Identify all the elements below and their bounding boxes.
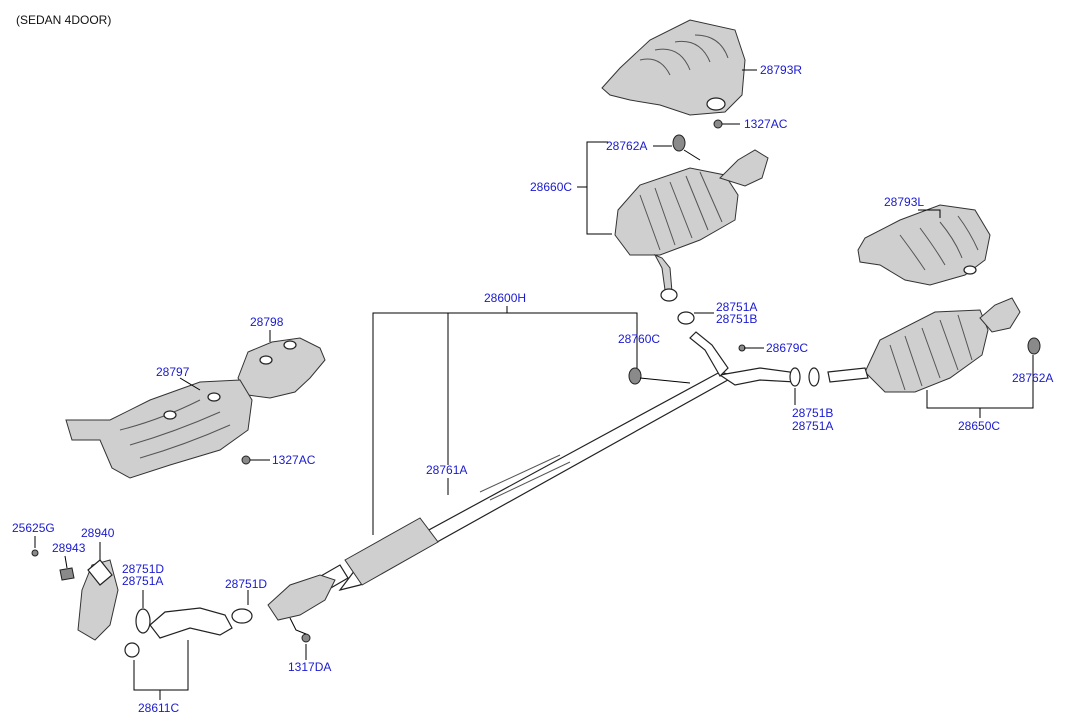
front-pipe-28611C <box>149 574 336 639</box>
label-1317DA: 1317DA <box>288 660 331 674</box>
label-28611C: 28611C <box>138 701 179 715</box>
label-28797: 28797 <box>156 365 190 379</box>
label-1327AC-left: 1327AC <box>272 453 316 467</box>
bolt-1327AC-left <box>241 455 251 465</box>
label-28760C: 28760C <box>618 332 660 346</box>
label-28751A-mid: 28751A <box>792 419 833 433</box>
bolt-1327AC-top <box>713 119 723 129</box>
label-28940: 28940 <box>81 526 115 540</box>
hanger-rubber-28760C <box>628 367 691 385</box>
label-28751B-mid: 28751B <box>792 406 833 420</box>
heat-protector-28793R <box>601 19 746 116</box>
leader-lines <box>34 69 1034 700</box>
bolt-25625G <box>31 549 39 557</box>
gasket-28943 <box>59 567 75 581</box>
gasket-28751B-28751A-mid <box>789 367 820 387</box>
label-28798: 28798 <box>250 315 284 329</box>
label-28762A-top: 28762A <box>606 139 647 153</box>
rear-muffler-28660C <box>614 149 769 293</box>
label-28650C: 28650C <box>958 419 1000 433</box>
hanger-rubber-28762A-right <box>1027 337 1041 355</box>
label-28751D-b: 28751D <box>225 577 267 591</box>
header-label: (SEDAN 4DOOR) <box>16 13 111 27</box>
main-muffler-28650C <box>827 297 1021 393</box>
heat-protector-28797 <box>65 379 253 479</box>
label-1327AC-top: 1327AC <box>744 117 788 131</box>
label-28751B-right: 28751B <box>716 312 757 326</box>
label-28793L: 28793L <box>884 195 924 209</box>
heat-protector-28793L <box>857 204 991 286</box>
label-28751A-left: 28751A <box>122 574 163 588</box>
heat-protector-28798 <box>237 337 326 399</box>
label-28793R: 28793R <box>760 63 802 77</box>
label-28762A-right: 28762A <box>1012 371 1053 385</box>
label-28943: 28943 <box>52 541 86 555</box>
gasket-28751A-28751B-right <box>660 288 695 325</box>
center-pipe-28600H <box>299 331 796 601</box>
gasket-28751D-28751A-left <box>124 608 151 658</box>
label-28660C: 28660C <box>530 180 572 194</box>
label-28600H: 28600H <box>484 291 526 305</box>
bolt-1317DA <box>301 633 311 643</box>
hanger-rubber-28762A-top <box>672 134 701 161</box>
label-25625G: 25625G <box>12 521 55 535</box>
label-28751D-a: 28751D <box>122 562 164 576</box>
label-28761A: 28761A <box>426 463 467 477</box>
catalytic-converter-28940 <box>77 559 119 641</box>
label-28751A-right: 28751A <box>716 300 757 314</box>
label-28679C: 28679C <box>766 341 808 355</box>
